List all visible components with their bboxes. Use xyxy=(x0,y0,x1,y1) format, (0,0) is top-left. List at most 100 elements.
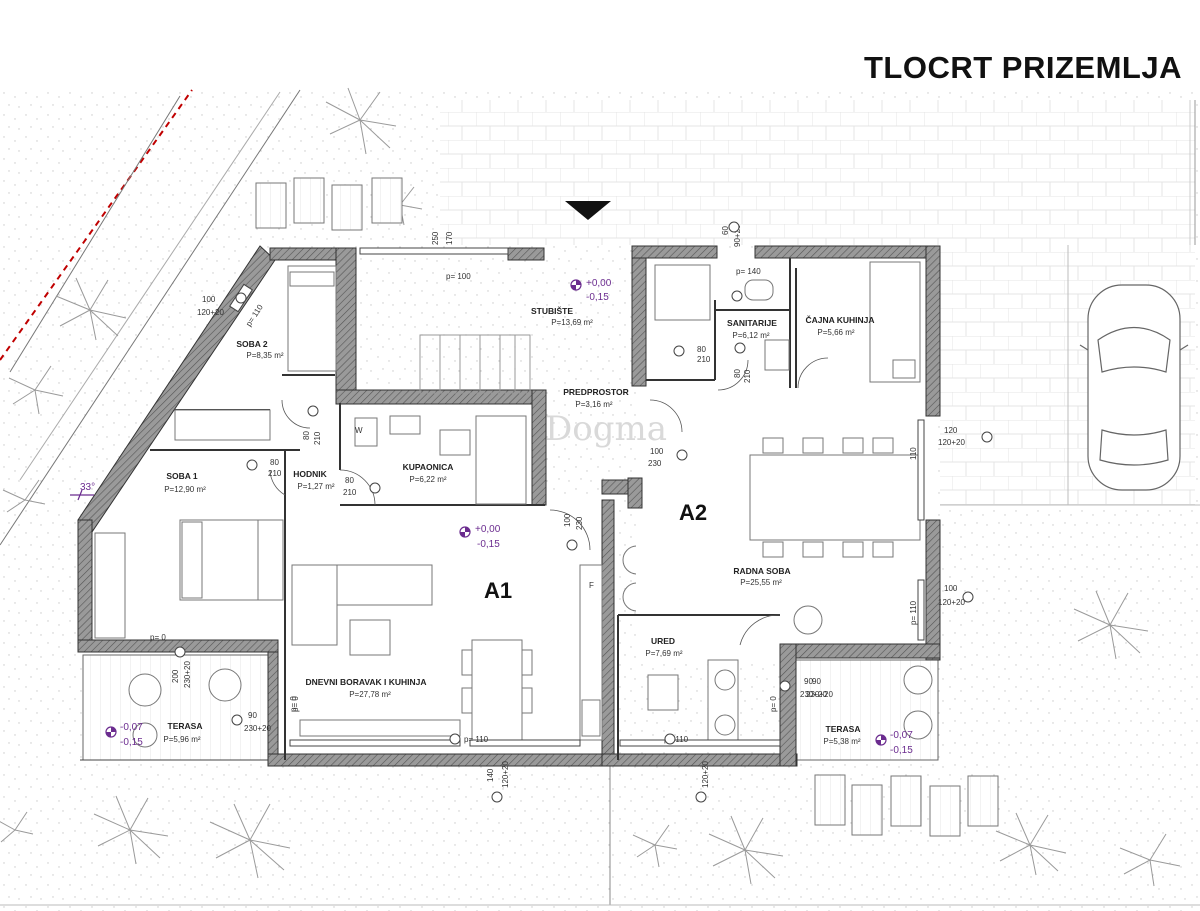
svg-text:80: 80 xyxy=(697,345,706,354)
room-name-hodnik: HODNIK xyxy=(293,469,327,479)
svg-text:p= 0: p= 0 xyxy=(769,696,778,712)
svg-text:230+20: 230+20 xyxy=(244,724,271,733)
car-symbol xyxy=(1079,284,1189,491)
level-bottom: -0,15 xyxy=(120,737,143,748)
svg-text:230: 230 xyxy=(575,516,584,530)
room-name-soba-1: SOBA 1 xyxy=(166,471,198,481)
paved-courtyard xyxy=(440,100,1195,245)
svg-text:F: F xyxy=(589,581,594,590)
room-area-predprostor: P=3,16 m² xyxy=(575,400,612,409)
svg-text:120+20: 120+20 xyxy=(197,308,224,317)
svg-text:140: 140 xyxy=(486,768,495,782)
level-top: -0,07 xyxy=(120,722,143,733)
room-area-terasa-a2: P=5,38 m² xyxy=(823,737,860,746)
svg-text:120+20: 120+20 xyxy=(938,598,965,607)
dimension-markers xyxy=(174,221,993,803)
svg-text:p= 110: p= 110 xyxy=(664,735,689,744)
room-name-stubiste: STUBIŠTE xyxy=(531,305,573,316)
svg-text:p= 0: p= 0 xyxy=(150,633,166,642)
svg-text:90+20: 90+20 xyxy=(733,224,742,247)
level-bottom: -0,15 xyxy=(477,539,500,550)
svg-text:210: 210 xyxy=(313,431,322,445)
room-name-radna-soba: RADNA SOBA xyxy=(733,566,790,576)
svg-text:100: 100 xyxy=(944,584,958,593)
svg-text:250: 250 xyxy=(431,231,440,245)
svg-text:210: 210 xyxy=(268,469,282,478)
svg-text:230+20: 230+20 xyxy=(183,661,192,688)
paving-slabs xyxy=(255,177,999,837)
watermark: Dogma xyxy=(545,409,667,449)
staircase xyxy=(419,334,531,394)
svg-text:100: 100 xyxy=(563,513,572,527)
svg-text:90: 90 xyxy=(804,677,813,686)
terrace-a1 xyxy=(82,654,274,761)
svg-text:p= 100: p= 100 xyxy=(446,272,471,281)
room-name-ured: URED xyxy=(651,636,675,646)
room-name-cajna-kuhinja: ČAJNA KUHINJA xyxy=(805,314,874,325)
svg-text:p= 140: p= 140 xyxy=(736,267,761,276)
svg-text:p= 0: p= 0 xyxy=(289,696,298,712)
tree-symbols xyxy=(0,87,1181,887)
room-name-terasa-a2: TERASA xyxy=(826,724,861,734)
svg-text:100: 100 xyxy=(650,447,664,456)
svg-text:230+20: 230+20 xyxy=(800,690,827,699)
level-top: +0,00 xyxy=(586,278,612,289)
level-top: +0,00 xyxy=(475,524,501,535)
room-name-dnevni-boravak: DNEVNI BORAVAK I KUHINJA xyxy=(305,677,426,687)
room-area-sanitarije: P=6,12 m² xyxy=(732,331,769,340)
svg-text:100: 100 xyxy=(202,295,216,304)
svg-text:80: 80 xyxy=(733,369,742,378)
room-area-soba-2: P=8,35 m² xyxy=(246,351,283,360)
svg-text:90: 90 xyxy=(248,711,257,720)
level-marker: -0,07 -0,15 xyxy=(875,730,913,756)
unit-label-a2: A2 xyxy=(679,500,707,525)
roof-angle-label: 33° xyxy=(80,482,95,493)
room-name-terasa-a1: TERASA xyxy=(168,721,203,731)
room-area-hodnik: P=1,27 m² xyxy=(297,482,334,491)
svg-text:230+20: 230+20 xyxy=(806,690,833,699)
level-marker: +0,00 -0,15 xyxy=(459,524,501,550)
room-name-sanitarije: SANITARIJE xyxy=(727,318,777,328)
room-area-ured: P=7,69 m² xyxy=(645,649,682,658)
svg-text:W: W xyxy=(355,426,363,435)
svg-text:110: 110 xyxy=(909,447,918,460)
svg-text:p= 110: p= 110 xyxy=(464,735,489,744)
room-area-kupaonica: P=6,22 m² xyxy=(409,475,446,484)
svg-text:120: 120 xyxy=(944,426,958,435)
room-area-terasa-a1: P=5,96 m² xyxy=(163,735,200,744)
svg-text:230: 230 xyxy=(648,459,662,468)
svg-text:200: 200 xyxy=(171,669,180,683)
svg-text:p= 0: p= 0 xyxy=(291,696,300,712)
walls-a1 xyxy=(77,245,615,767)
room-area-dnevni-boravak: P=27,78 m² xyxy=(349,690,391,699)
svg-text:120+20: 120+20 xyxy=(701,761,710,788)
page-title: TLOCRT PRIZEMLJA xyxy=(864,50,1182,85)
level-bottom: -0,15 xyxy=(890,745,913,756)
level-marker: +0,00 -0,15 xyxy=(570,278,612,303)
room-name-predprostor: PREDPROSTOR xyxy=(563,387,629,397)
svg-text:120+20: 120+20 xyxy=(501,761,510,788)
room-name-kupaonica: KUPAONICA xyxy=(403,462,454,472)
room-name-soba-2: SOBA 2 xyxy=(236,339,268,349)
property-boundary xyxy=(0,89,193,361)
level-bottom: -0,15 xyxy=(586,292,609,303)
svg-text:120+20: 120+20 xyxy=(938,438,965,447)
level-top: -0,07 xyxy=(890,730,913,741)
svg-text:210: 210 xyxy=(743,369,752,383)
walls-a2 xyxy=(601,245,941,767)
unit-label-a1: A1 xyxy=(484,578,512,603)
svg-text:210: 210 xyxy=(343,488,357,497)
svg-text:210: 210 xyxy=(697,355,711,364)
svg-text:60: 60 xyxy=(721,226,730,235)
entrance-arrow xyxy=(565,201,611,220)
svg-text:p= 110: p= 110 xyxy=(909,600,918,625)
svg-text:90: 90 xyxy=(812,677,821,686)
svg-text:80: 80 xyxy=(270,458,279,467)
level-marker: -0,07 -0,15 xyxy=(105,722,143,748)
room-area-cajna-kuhinja: P=5,66 m² xyxy=(817,328,854,337)
svg-text:170: 170 xyxy=(445,231,454,245)
svg-text:80: 80 xyxy=(345,476,354,485)
room-area-stubiste: P=13,69 m² xyxy=(551,318,593,327)
furniture-a2 xyxy=(647,261,933,746)
